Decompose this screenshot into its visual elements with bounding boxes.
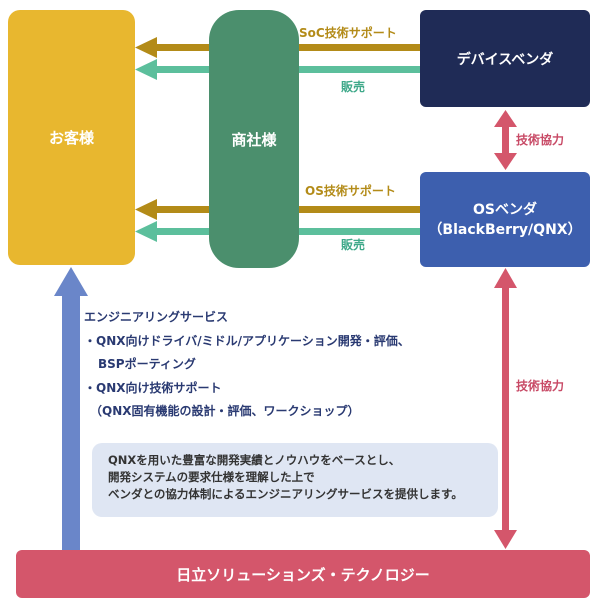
services-item-1: ・QNX向けドライバ/ミドル/アプリケーション開発・評価、	[84, 333, 410, 348]
hitachi-label: 日立ソリューションズ・テクノロジー	[176, 565, 430, 584]
os-vendor-label-line2: （BlackBerry/QNX）	[428, 221, 582, 238]
os-vendor-box: OSベンダ （BlackBerry/QNX）	[420, 172, 590, 267]
note-line-1: QNXを用いた豊富な開発実績とノウハウをベースとし、	[108, 453, 401, 467]
service-arrow	[54, 267, 88, 550]
os-vendor-label-line1: OSベンダ	[473, 201, 537, 218]
note-line-3: ベンダとの協力体制によるエンジニアリングサービスを提供します。	[108, 487, 463, 501]
sales-os-label: 販売	[341, 238, 366, 252]
device-vendor-box: デバイスベンダ	[420, 10, 590, 107]
tech-coop-top-label: 技術協力	[516, 133, 565, 147]
services-item-2-cont: （QNX固有機能の設計・評価、ワークショップ）	[90, 404, 360, 418]
os-support-label: OS技術サポート	[305, 184, 396, 198]
tech-coop-bottom-arrow	[494, 268, 517, 549]
tech-coop-top-arrow	[494, 110, 517, 170]
services-heading: エンジニアリングサービス	[84, 310, 229, 324]
note-line-2: 開発システムの要求仕様を理解した上で	[108, 470, 315, 484]
customer-label: お客様	[48, 129, 94, 147]
hitachi-box: 日立ソリューションズ・テクノロジー	[16, 550, 590, 598]
sales-device-label: 販売	[341, 80, 366, 94]
services-item-2: ・QNX向け技術サポート	[84, 380, 222, 395]
device-vendor-label: デバイスベンダ	[456, 51, 554, 68]
services-item-1-cont: BSPポーティング	[98, 357, 196, 371]
soc-support-label: SoC技術サポート	[299, 26, 397, 40]
customer-box: お客様	[8, 10, 135, 265]
trading-company-label: 商社様	[231, 130, 277, 149]
note-box: QNXを用いた豊富な開発実績とノウハウをベースとし、 開発システムの要求仕様を理…	[92, 443, 498, 517]
services-list: エンジニアリングサービス ・QNX向けドライバ/ミドル/アプリケーション開発・評…	[84, 306, 410, 424]
tech-coop-bottom-label: 技術協力	[516, 379, 565, 393]
trading-company-box: 商社様	[209, 10, 299, 268]
